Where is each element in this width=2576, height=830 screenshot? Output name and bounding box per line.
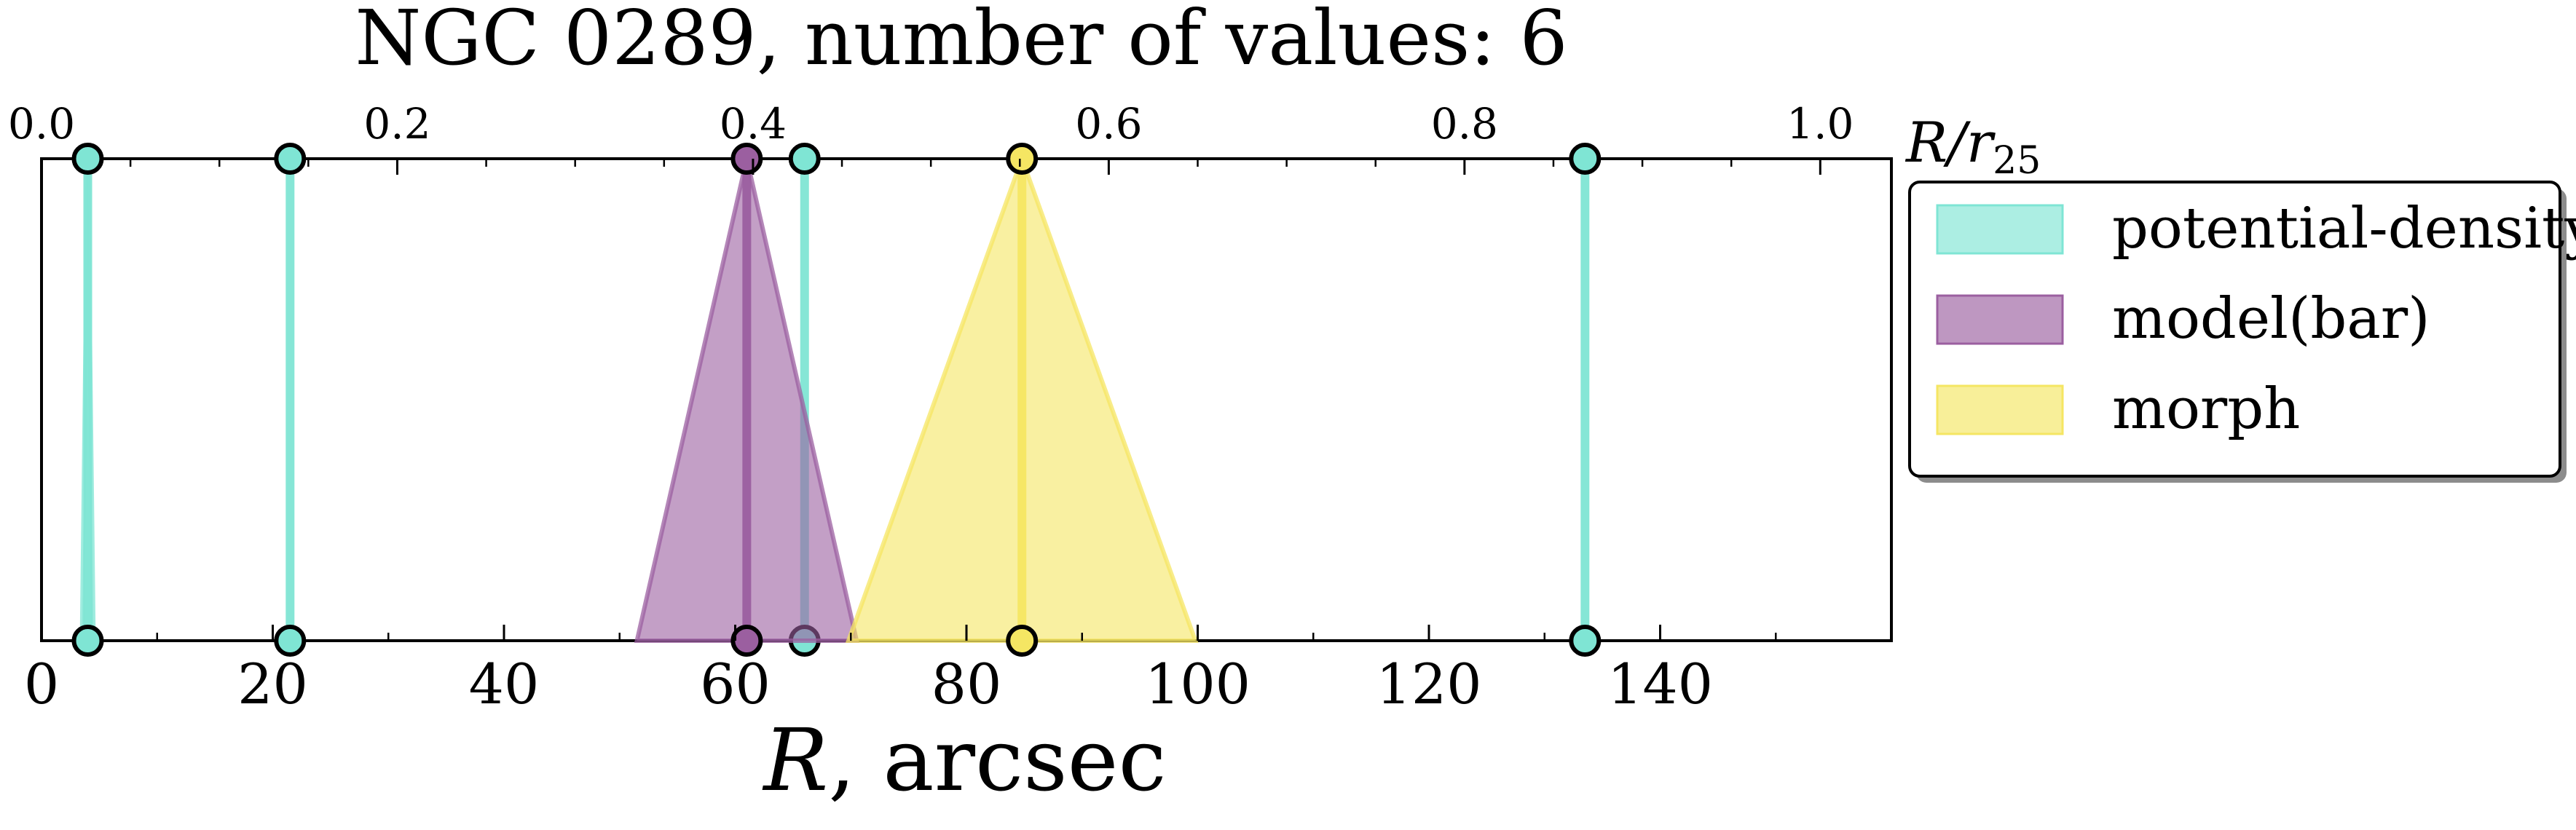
top-tick-label: 0.6 bbox=[1075, 99, 1142, 149]
legend-label: model(bar) bbox=[2112, 286, 2430, 352]
top-tick-label: 0.4 bbox=[720, 99, 787, 149]
x-tick-label: 140 bbox=[1607, 652, 1713, 716]
value-marker bbox=[274, 143, 307, 175]
value-marker bbox=[730, 143, 763, 175]
chart-title: NGC 0289, number of values: 6 bbox=[355, 0, 1567, 82]
x-axis-label: R, arcsec bbox=[762, 710, 1166, 810]
value-marker bbox=[730, 625, 763, 657]
top-tick-label: 0.0 bbox=[8, 99, 75, 149]
value-marker bbox=[1006, 625, 1039, 657]
x-tick-label: 60 bbox=[700, 652, 771, 716]
legend-box bbox=[1908, 181, 2561, 478]
value-marker bbox=[788, 143, 821, 175]
chart-marks bbox=[71, 143, 1602, 657]
value-marker bbox=[1569, 143, 1602, 175]
value-marker bbox=[71, 143, 104, 175]
legend: potential-density model(bar) morph bbox=[1908, 181, 2576, 483]
legend-label: morph bbox=[2112, 376, 2300, 442]
legend-swatch bbox=[1936, 294, 2064, 345]
top-tick-label: 0.2 bbox=[363, 99, 430, 149]
x-axis-top: 0.0 0.2 0.4 0.6 0.8 1.0 bbox=[8, 99, 1854, 175]
top-tick-label: 0.8 bbox=[1431, 99, 1498, 149]
value-marker bbox=[1006, 143, 1039, 175]
x-tick-label: 0 bbox=[24, 652, 59, 716]
legend-swatch bbox=[1936, 204, 2064, 255]
value-marker bbox=[274, 625, 307, 657]
legend-label: potential-density bbox=[2112, 196, 2576, 261]
value-marker bbox=[1569, 625, 1602, 657]
x-tick-label: 40 bbox=[469, 652, 540, 716]
value-marker bbox=[71, 625, 104, 657]
x-tick-label: 120 bbox=[1376, 652, 1481, 716]
x-tick-label: 80 bbox=[931, 652, 1002, 716]
x-axis-top-label: R/r25 bbox=[1905, 110, 2041, 183]
x-axis-bottom: 0 20 40 60 80 100 120 140 bbox=[24, 625, 1777, 716]
legend-swatch bbox=[1936, 384, 2064, 435]
top-tick-label: 1.0 bbox=[1787, 99, 1854, 149]
x-tick-label: 20 bbox=[237, 652, 308, 716]
x-tick-label: 100 bbox=[1145, 652, 1250, 716]
